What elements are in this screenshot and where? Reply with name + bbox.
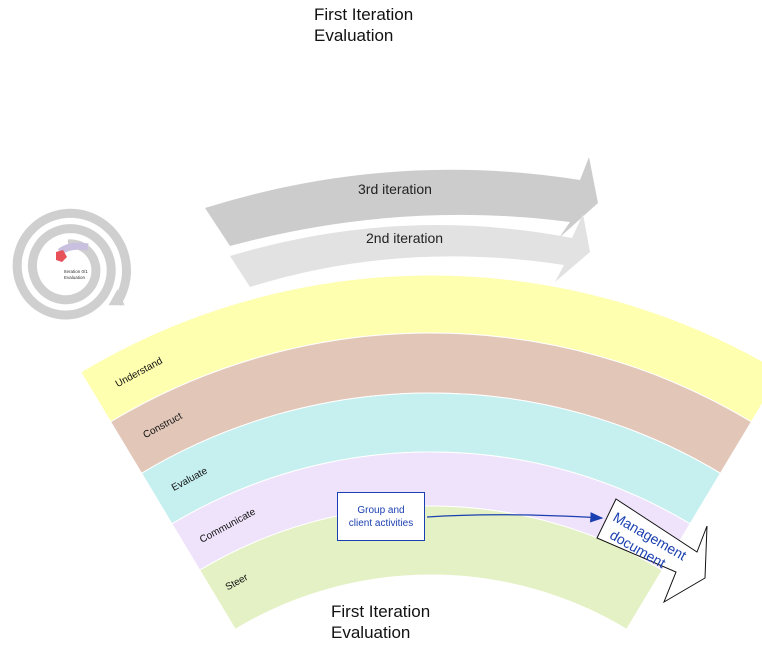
group-client-activities-box: Group and client activities <box>337 492 425 541</box>
management-document-shape <box>596 498 708 604</box>
iteration-arrow-2nd: 2nd iteration <box>230 214 590 287</box>
connector-arrow <box>426 512 604 523</box>
iteration-spiral: Iteration 0/1 Evaluation <box>12 208 132 320</box>
iteration-arrow-2nd-shape <box>230 214 590 287</box>
group-box-line-1: Group and <box>357 504 405 516</box>
iteration-arrow-3rd-shape <box>205 157 598 246</box>
spiral-arrow <box>12 208 132 320</box>
top-title-line-2: Evaluation <box>314 26 394 45</box>
bottom-title: First Iteration Evaluation <box>331 601 430 643</box>
spiral-label-line-2: Evaluation <box>64 275 86 280</box>
bottom-title-line-2: Evaluation <box>331 623 411 642</box>
iteration-arrow-3rd-label: 3rd iteration <box>358 181 432 197</box>
spiral-arrowhead <box>108 289 125 306</box>
iteration-arrow-3rd: 3rd iteration <box>205 157 598 246</box>
spiral-label-line-1: Iteration 0/1 <box>64 269 88 274</box>
top-title-line-1: First Iteration <box>314 5 414 24</box>
bottom-title-line-1: First Iteration <box>331 602 431 621</box>
group-box-line-2: client activities <box>348 517 414 529</box>
top-title: First Iteration Evaluation <box>314 4 413 46</box>
iteration-arrow-2nd-label: 2nd iteration <box>366 230 443 246</box>
spiral-start-marker-icon <box>56 250 67 262</box>
activity-bands: UnderstandConstructEvaluateCommunicateSt… <box>80 274 762 630</box>
